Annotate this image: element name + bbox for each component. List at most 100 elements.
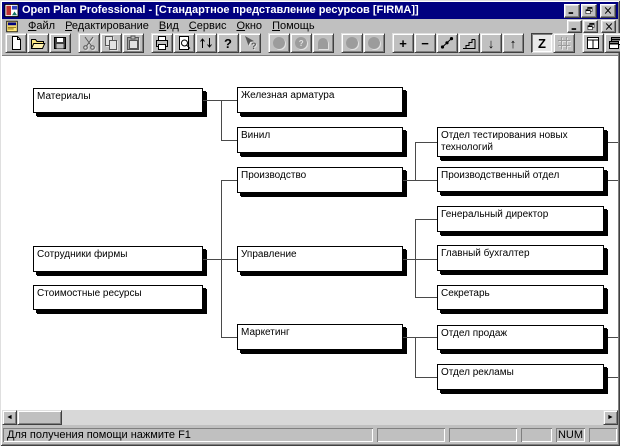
connector-line: [608, 377, 618, 378]
link-button[interactable]: [436, 33, 458, 53]
resource-box-gendirektor[interactable]: Генеральный директор: [437, 206, 604, 232]
connector-line: [221, 337, 237, 338]
num-lock-indicator: NUM: [557, 429, 584, 441]
circle-icon: [273, 37, 285, 49]
menu-item-help[interactable]: Помощь: [272, 19, 315, 32]
open-button[interactable]: [27, 33, 49, 53]
resource-box-otdel-testir[interactable]: Отдел тестирования новых технологий: [437, 127, 604, 157]
child-restore-button[interactable]: [583, 19, 598, 33]
transfer-arrows-icon: [200, 38, 212, 48]
menu-item-file[interactable]: Файл: [28, 19, 56, 32]
child-close-button[interactable]: [601, 19, 616, 33]
resource-box-upravlenie[interactable]: Управление: [237, 246, 403, 272]
connector-line: [403, 259, 437, 260]
printer-icon: [156, 36, 168, 50]
connector-line: [221, 100, 222, 140]
context-help-button: ?: [239, 33, 261, 53]
restore-icon: [585, 7, 593, 14]
close-icon: [605, 22, 612, 30]
save-button[interactable]: [49, 33, 71, 53]
connector-line: [608, 142, 618, 143]
grid-icon: [558, 37, 570, 49]
new-page-icon: [12, 36, 21, 50]
minimize-icon: [568, 12, 574, 14]
zigzag-button[interactable]: Z: [531, 33, 553, 53]
tile-window-icon: [587, 37, 599, 49]
connector-line: [415, 219, 437, 220]
scrollbar-thumb[interactable]: [17, 410, 62, 425]
horizontal-scrollbar[interactable]: ◄ ►: [2, 410, 618, 425]
resource-box-otdel-reklamy[interactable]: Отдел рекламы: [437, 364, 604, 390]
plus-icon: +: [399, 35, 407, 51]
resource-arch-button: [312, 33, 334, 53]
link-dots-icon: [440, 37, 454, 49]
status-panel-6: [589, 428, 617, 442]
cascade-windows-button[interactable]: [604, 33, 620, 53]
scroll-right-button[interactable]: ►: [603, 410, 618, 425]
circle-icon: [346, 37, 358, 49]
connector-line: [415, 142, 437, 143]
up-arrow-icon: ↑: [509, 35, 517, 51]
connector-line: [203, 100, 237, 101]
close-icon: [604, 7, 612, 14]
status-message: Для получения помощи нажмите F1: [3, 428, 373, 442]
connector-line: [415, 219, 416, 297]
open-plan-app-icon: [4, 3, 19, 18]
status-panel-4: [521, 428, 552, 442]
copy-pages-icon: [105, 36, 117, 50]
connector-line: [203, 259, 237, 260]
restore-button[interactable]: [581, 3, 597, 18]
print-preview-button[interactable]: [173, 33, 195, 53]
resource-box-materialy[interactable]: Материалы: [33, 88, 203, 113]
menu-item-edit[interactable]: Редактирование: [65, 19, 149, 32]
menu-item-tools[interactable]: Сервис: [188, 19, 227, 32]
steps-icon: [463, 39, 476, 49]
move-up-button[interactable]: ↑: [502, 33, 524, 53]
document-mdi-icon[interactable]: [5, 20, 19, 33]
context-help-icon: ?: [245, 36, 257, 51]
resource-box-sekretar[interactable]: Секретарь: [437, 285, 604, 310]
circle-button-2: [341, 33, 363, 53]
circle-icon: [368, 37, 380, 49]
toolbar: ??? +− ↓ ↑ Z: [2, 32, 620, 56]
connector-line: [415, 377, 437, 378]
minimize-button[interactable]: [564, 3, 580, 18]
connector-line: [415, 297, 437, 298]
resource-circle-button: [268, 33, 290, 53]
new-button[interactable]: [5, 33, 27, 53]
menu-item-view[interactable]: Вид: [158, 19, 179, 32]
move-down-button[interactable]: ↓: [480, 33, 502, 53]
child-minimize-button[interactable]: [567, 19, 582, 33]
steps-button[interactable]: [458, 33, 480, 53]
resource-box-proizv-otdel[interactable]: Производственный отдел: [437, 167, 604, 192]
save-floppy-icon: [54, 37, 66, 49]
arch-icon: [318, 38, 328, 49]
resource-box-vinil[interactable]: Винил: [237, 127, 403, 153]
svg-text:?: ?: [299, 39, 304, 48]
remove-button[interactable]: −: [414, 33, 436, 53]
resource-box-stoimostnye[interactable]: Стоимостные ресурсы: [33, 285, 203, 310]
open-folder-icon: [30, 39, 46, 49]
resource-box-otdel-prodazh[interactable]: Отдел продаж: [437, 325, 604, 350]
resource-box-glavbuh[interactable]: Главный бухгалтер: [437, 245, 604, 271]
transfer-button[interactable]: [195, 33, 217, 53]
status-panel-3: [449, 428, 517, 442]
tile-windows-button[interactable]: [582, 33, 604, 53]
scroll-left-button[interactable]: ◄: [2, 410, 17, 425]
menu-item-window[interactable]: Окно: [236, 19, 263, 32]
connector-line: [221, 180, 222, 337]
connector-line: [403, 180, 437, 181]
add-button[interactable]: +: [392, 33, 414, 53]
help-button[interactable]: ?: [217, 33, 239, 53]
menu-bar: Файл Редактирование Вид Сервис Окно Помощь: [2, 19, 618, 33]
status-bar: Для получения помощи нажмите F1 NUM: [2, 426, 618, 444]
cut-button: [78, 33, 100, 53]
resource-box-armatura[interactable]: Железная арматура: [237, 87, 403, 113]
resource-box-proizvodstvo[interactable]: Производство: [237, 167, 403, 193]
resource-box-sotrudniki[interactable]: Сотрудники фирмы: [33, 246, 203, 272]
resource-box-marketing[interactable]: Маркетинг: [237, 324, 403, 350]
print-button[interactable]: [151, 33, 173, 53]
circle-question-icon: ?: [295, 37, 307, 49]
close-button[interactable]: [600, 3, 616, 18]
